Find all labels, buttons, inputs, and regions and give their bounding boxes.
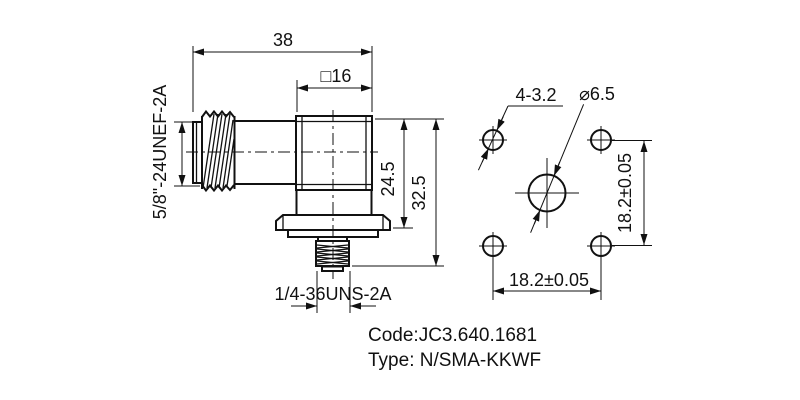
- dim-center-hole-label: ⌀6.5: [579, 84, 615, 104]
- dim-overall-length-label: 38: [273, 30, 293, 50]
- mounting-hole-bottom-right: [587, 232, 615, 260]
- mounting-flange: [275, 214, 391, 238]
- dim-hole-spacing-horizontal: 18.2±0.05: [492, 258, 602, 300]
- square-body-outline: [295, 115, 373, 191]
- dim-square-body: □16: [296, 66, 372, 112]
- thread-crest-bottom: [201, 183, 235, 193]
- square-body: [295, 115, 373, 191]
- leader-arrow: [480, 148, 489, 163]
- dim-hole-spacing-vertical: 18.2±0.05: [612, 140, 652, 246]
- dim-sma-thread-label: 1/4-36UNS-2A: [274, 284, 391, 304]
- mounting-hole-bottom-left: [479, 232, 507, 260]
- body-neck: [295, 190, 373, 215]
- connector-body: [234, 120, 296, 185]
- n-connector-thread: [201, 109, 236, 193]
- dim-mounting-holes: 4-3.2: [477, 85, 563, 171]
- side-view: [186, 109, 391, 279]
- dim-hole-spacing-vertical-label: 18.2±0.05: [615, 153, 635, 233]
- leader-arrow: [496, 116, 505, 131]
- dim-overall-length: 38: [192, 30, 373, 112]
- dim-hole-spacing-horizontal-label: 18.2±0.05: [509, 270, 589, 290]
- sma-connector-thread: [315, 237, 350, 272]
- mounting-hole-top-left: [479, 126, 507, 154]
- sma-thread-lines: [316, 244, 349, 265]
- dim-overall-height: 32.5: [352, 119, 444, 267]
- part-type: Type: N/SMA-KKWF: [368, 350, 541, 371]
- part-code: Code:JC3.640.1681: [368, 325, 537, 346]
- thread-hatching: [202, 113, 235, 189]
- dim-height-to-flange: 24.5: [375, 118, 444, 229]
- dim-sma-thread: 1/4-36UNS-2A: [274, 271, 392, 313]
- leader-arrow: [532, 209, 541, 225]
- dim-height-to-flange-label: 24.5: [378, 161, 398, 196]
- dim-n-thread-label: 5/8"-24UNEF-2A: [150, 85, 170, 219]
- flange-lip: [287, 229, 379, 238]
- center-pin: [321, 265, 344, 272]
- dim-overall-height-label: 32.5: [409, 175, 429, 210]
- dim-n-thread: 5/8"-24UNEF-2A: [150, 85, 200, 219]
- dim-square-body-label: □16: [321, 66, 352, 86]
- flange-view: [479, 126, 615, 260]
- leader-arrow: [553, 161, 562, 177]
- dim-mounting-holes-label: 4-3.2: [515, 85, 556, 105]
- mounting-hole-top-right: [587, 126, 615, 154]
- dim-center-hole: ⌀6.5: [530, 84, 615, 233]
- title-block: Code:JC3.640.1681 Type: N/SMA-KKWF: [368, 325, 541, 371]
